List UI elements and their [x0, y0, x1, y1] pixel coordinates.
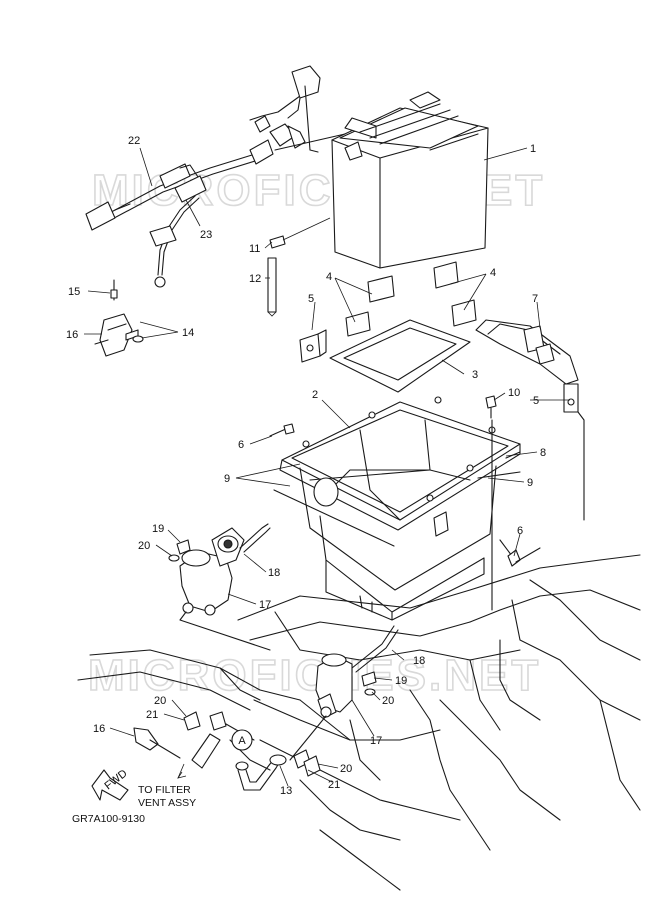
- callout-2: 2: [312, 389, 318, 401]
- callout-4-left: 4: [326, 271, 332, 283]
- callout-9-right: 9: [527, 477, 533, 489]
- reference-circle: [231, 729, 253, 751]
- callout-17-lower: 17: [370, 735, 382, 747]
- callout-20-lower-left: 20: [154, 695, 166, 707]
- brackets: [299, 329, 585, 521]
- callout-18-lower: 18: [413, 655, 425, 667]
- vent-note-line2: VENT ASSY: [138, 797, 196, 809]
- callout-numbers: 1 2 3 4 4 5 5 6 6 7 8 9 9 10 11 12 13 14…: [66, 135, 546, 797]
- hull-structure: [77, 554, 641, 891]
- vent-note-line1: TO FILTER: [138, 784, 191, 796]
- callout-4-right: 4: [490, 267, 496, 279]
- callout-10: 10: [508, 387, 520, 399]
- callout-1: 1: [530, 143, 536, 155]
- box-fasteners: [269, 395, 541, 611]
- seal-gasket: [329, 319, 471, 393]
- battery: [331, 91, 489, 269]
- callout-13: 13: [280, 785, 292, 797]
- callout-6-right: 6: [517, 525, 523, 537]
- watermark-bottom: MICROFICHES.NET: [88, 651, 541, 700]
- ground-lead: [149, 175, 207, 288]
- drawing-code: GR7A100-9130: [72, 813, 145, 825]
- callout-12: 12: [249, 273, 261, 285]
- callout-19-upper: 19: [152, 523, 164, 535]
- callout-20-right: 20: [382, 695, 394, 707]
- callout-20-upper: 20: [138, 540, 150, 552]
- battery-band: [475, 319, 579, 385]
- callout-21-right: 21: [328, 779, 340, 791]
- callout-20-lower-right: 20: [340, 763, 352, 775]
- battery-lead-harness: [85, 65, 346, 231]
- cushion-pads: [345, 261, 477, 337]
- breather-assembly-upper: [168, 523, 271, 651]
- reference-label: A: [238, 735, 246, 747]
- leader-lines: [84, 147, 570, 787]
- callout-22: 22: [128, 135, 140, 147]
- callout-11: 11: [249, 243, 260, 255]
- callout-7: 7: [532, 293, 538, 305]
- callout-15: 15: [68, 286, 80, 298]
- callout-6-left: 6: [238, 439, 244, 451]
- callout-3: 3: [472, 369, 478, 381]
- callout-16-upper: 16: [66, 329, 78, 341]
- callout-9-left: 9: [224, 473, 230, 485]
- battery-screw-and-rod: [267, 217, 331, 317]
- callout-16-lower: 16: [93, 723, 105, 735]
- callout-17-upper: 17: [259, 599, 271, 611]
- callout-5-right: 5: [533, 395, 539, 407]
- callout-19-lower: 19: [395, 675, 407, 687]
- callout-18-upper: 18: [268, 567, 280, 579]
- callout-14: 14: [182, 327, 194, 339]
- forward-arrow: FWD: [91, 767, 130, 801]
- clamp-assembly-left: [94, 279, 144, 357]
- breather-assembly-lower: [299, 625, 399, 741]
- callout-8: 8: [540, 447, 546, 459]
- callout-5-left: 5: [308, 293, 314, 305]
- callout-23: 23: [200, 229, 212, 241]
- vent-hose-parts: [133, 711, 327, 791]
- callout-21-left: 21: [146, 709, 158, 721]
- battery-box: [279, 396, 521, 621]
